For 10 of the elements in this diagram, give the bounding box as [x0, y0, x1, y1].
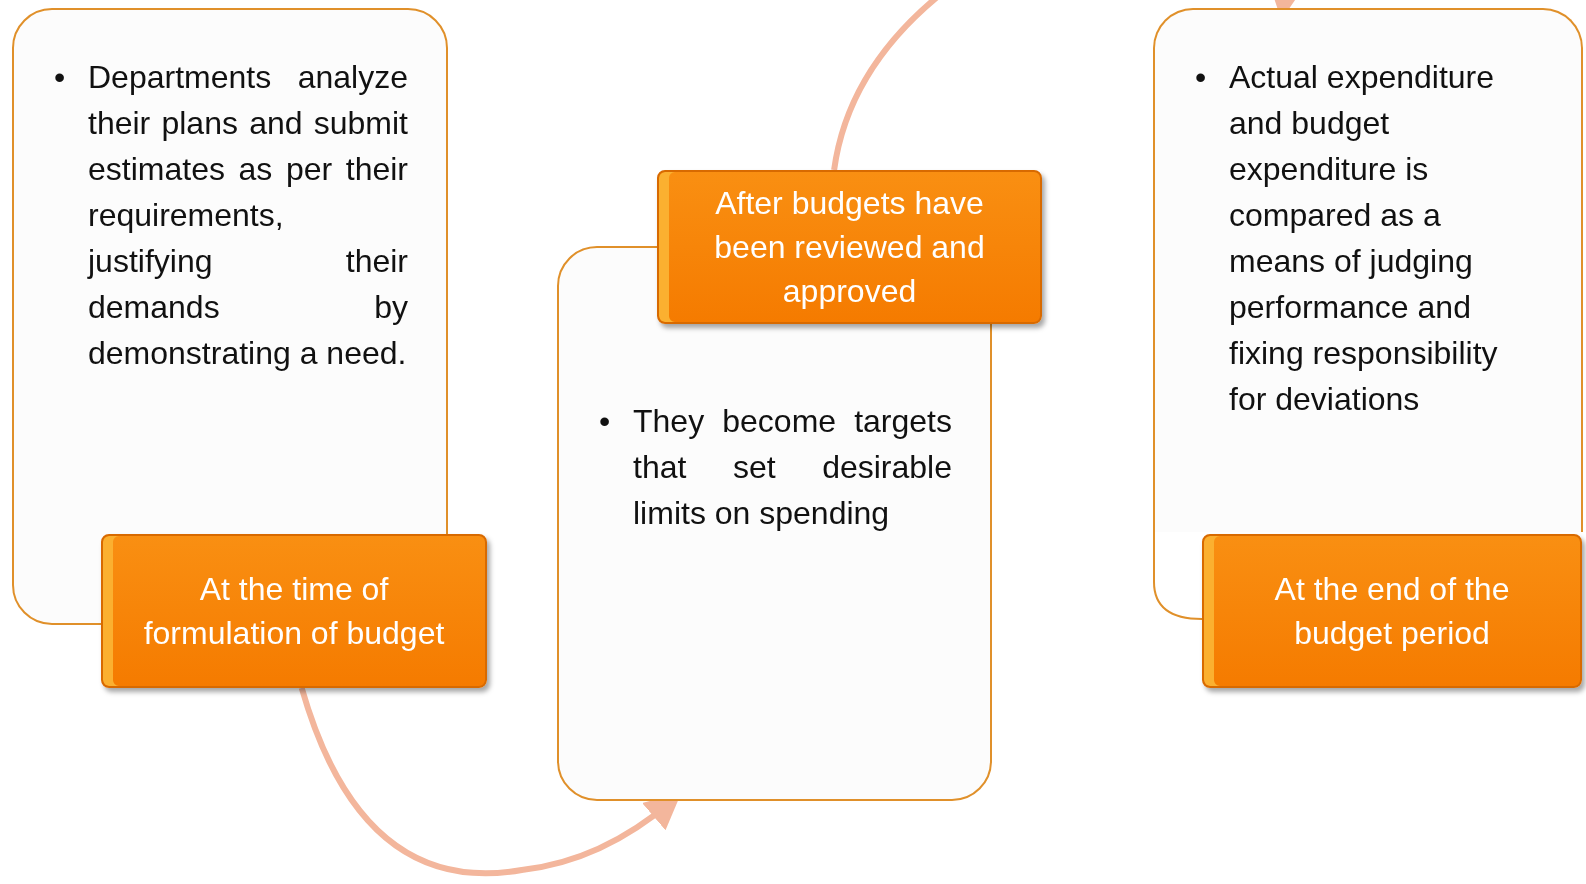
bullet-text: They become targets that set desirable limits on spending [633, 402, 952, 533]
bullet-text: Actual expenditure and budget expenditure is compared as a means of judging performance and fixing responsibility for deviations [1229, 58, 1499, 419]
content-card [1153, 8, 1583, 532]
bullet-mark: • [54, 58, 66, 97]
stage-label-box: At the time of formulation of budget [101, 534, 487, 688]
bullet-text: Departments analyze their plans and submit estimates as per their requirements, justifying their demands by demonstrating a need. [88, 58, 408, 373]
stage-label-box: After budgets have been reviewed and approved [657, 170, 1042, 324]
bullet-mark: • [599, 402, 611, 441]
bullet-mark: • [1195, 58, 1207, 97]
stage-label-box: At the end of the budget period [1202, 534, 1582, 688]
